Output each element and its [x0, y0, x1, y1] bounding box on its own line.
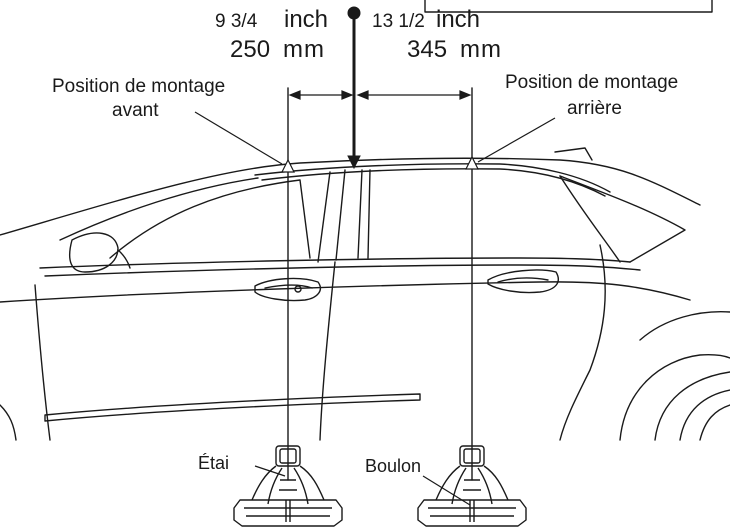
car-roof-line [0, 157, 701, 236]
center-datum-arrowhead [347, 155, 361, 170]
front-position-label-line1: Position de montage [52, 76, 226, 97]
stay-label: Étai [198, 453, 230, 473]
car-front-window [109, 179, 311, 259]
front-dimension-arrowhead-left [288, 90, 301, 100]
front-rack-foot [233, 445, 343, 527]
car-rear-spoiler [554, 147, 593, 161]
rear-mount-triangle [465, 155, 479, 170]
car-rear-arch [619, 354, 730, 441]
rear-mm-value: 345 [407, 36, 448, 63]
car-door-gap [319, 261, 336, 441]
car-windshield [59, 177, 259, 241]
car-rear-wheel [654, 371, 730, 441]
front-mm-unit: mm [283, 36, 325, 63]
rear-dimension-arrowhead-left [356, 90, 369, 100]
car-front-door-edge [34, 284, 51, 441]
rear-inch-value: 13 1/2 [372, 11, 425, 32]
car-b-pillar [317, 169, 346, 263]
rear-position-label-line1: Position de montage [505, 72, 679, 93]
rear-mm-unit: mm [460, 36, 502, 63]
car-rear-door-edge [559, 244, 606, 441]
car-character-line [0, 281, 691, 303]
rear-inch-unit: inch [436, 6, 481, 33]
rear-position-leader [477, 117, 556, 163]
front-door-handle [254, 277, 322, 302]
rear-door-handle [487, 269, 559, 294]
front-dimension-arrowhead-right [341, 90, 354, 100]
rear-rack-foot [417, 445, 527, 527]
front-position-label-line2: avant [112, 100, 159, 121]
car-side-mirror [68, 232, 119, 273]
front-mount-triangle [281, 158, 295, 173]
front-inch-unit: inch [284, 6, 329, 33]
car-belt-line [39, 257, 631, 269]
front-mm-value: 250 [230, 36, 271, 63]
car-side-molding [44, 393, 421, 422]
car-roof-rail [254, 163, 611, 193]
rear-dimension-arrowhead-right [459, 90, 472, 100]
rear-position-label-line2: arrière [567, 98, 622, 119]
header-box-frame [424, 0, 713, 13]
car-rear-glass [559, 175, 686, 263]
front-position-leader [194, 111, 283, 165]
front-inch-value: 9 3/4 [215, 11, 258, 32]
car-front-arch [0, 404, 17, 441]
bolt-label: Boulon [365, 456, 422, 476]
